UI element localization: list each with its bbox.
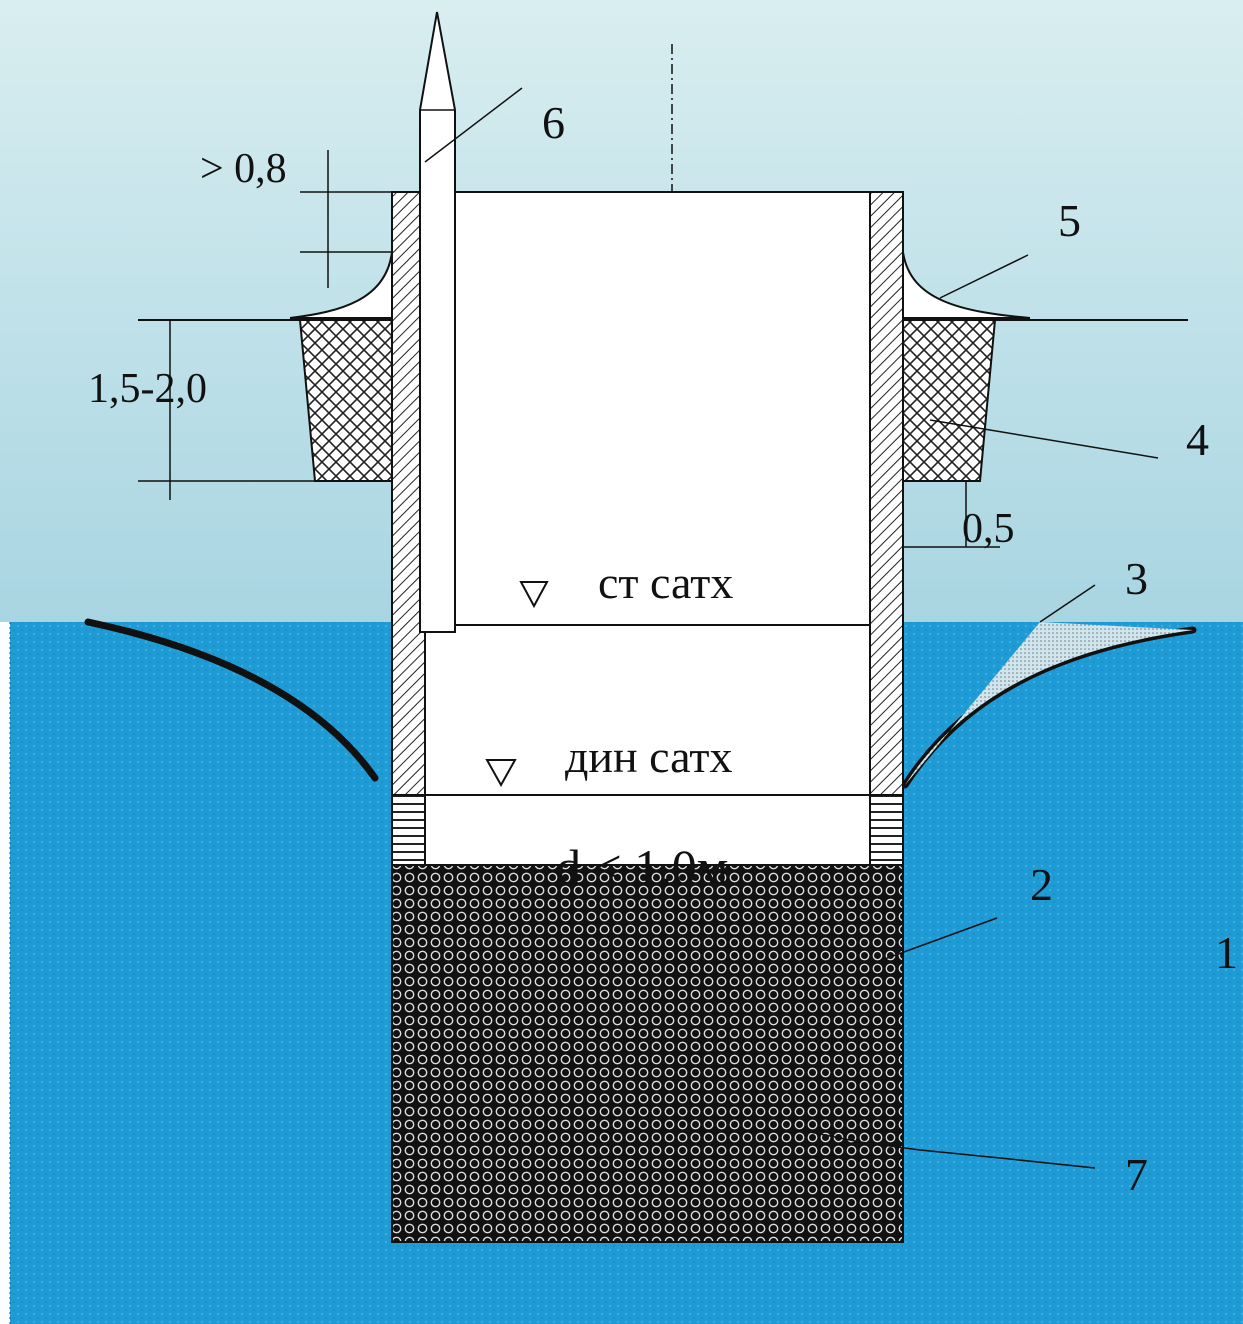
mound-left bbox=[289, 251, 393, 319]
vent-pipe bbox=[419, 11, 456, 633]
leader-6 bbox=[424, 87, 523, 163]
gravel-filter bbox=[391, 864, 904, 1243]
mound-right bbox=[902, 251, 1031, 319]
casing-wall-right bbox=[869, 191, 904, 796]
depression-curve-left bbox=[84, 618, 379, 782]
label-1: 1 bbox=[1215, 927, 1238, 978]
screen-left bbox=[391, 794, 426, 866]
leader-4 bbox=[929, 419, 1159, 459]
label-3: 3 bbox=[1125, 553, 1148, 604]
dynamic-level-label: дин сатх bbox=[565, 731, 732, 782]
label-5: 5 bbox=[1058, 195, 1081, 246]
dim-clay-depth: 1,5-2,0 bbox=[88, 366, 207, 412]
leader-5 bbox=[939, 254, 1029, 299]
dim-seal-height: > 0,8 bbox=[200, 146, 287, 192]
well-interior bbox=[424, 191, 871, 866]
leader-3 bbox=[1039, 584, 1096, 623]
diameter-label: d < 1.0м bbox=[556, 839, 728, 895]
label-4: 4 bbox=[1186, 414, 1209, 465]
label-6: 6 bbox=[542, 97, 565, 148]
screen-right bbox=[869, 794, 904, 866]
label-7: 7 bbox=[1125, 1149, 1148, 1200]
clay-seal-right bbox=[902, 319, 997, 482]
label-2: 2 bbox=[1030, 859, 1053, 910]
static-level-triangle bbox=[519, 581, 549, 609]
leader-7 bbox=[799, 1129, 1096, 1169]
leader-2 bbox=[881, 917, 998, 961]
dim-clay-offset: 0,5 bbox=[962, 506, 1015, 552]
dynamic-level-triangle bbox=[485, 759, 517, 788]
static-level-label: ст сатх bbox=[598, 557, 733, 608]
sand-fill-3 bbox=[905, 622, 1193, 785]
clay-seal-left bbox=[298, 319, 393, 482]
